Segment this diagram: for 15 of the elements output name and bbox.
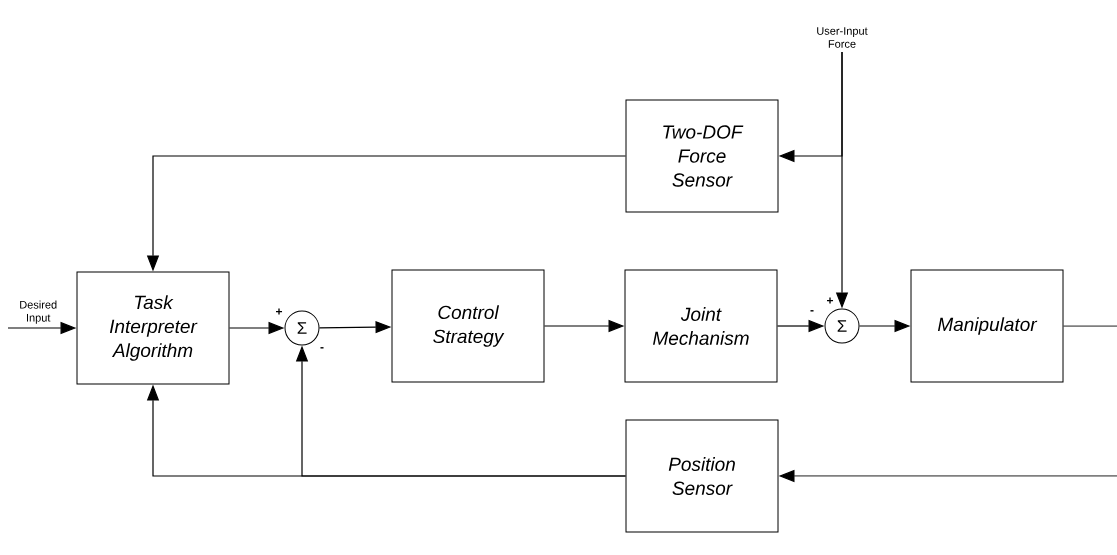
summing-junction: Σ bbox=[824, 308, 860, 344]
block-box: Task Interpreter Algorithm bbox=[76, 271, 230, 385]
block-box: Control Strategy bbox=[391, 269, 545, 383]
block-box: Two-DOF Force Sensor bbox=[625, 99, 779, 213]
sign-label: + bbox=[827, 297, 834, 304]
block-box: Position Sensor bbox=[625, 419, 779, 533]
sign-label: - bbox=[320, 347, 324, 349]
input-label: User-Input Force bbox=[817, 27, 868, 48]
summing-junction: Σ bbox=[284, 310, 320, 346]
input-label: Desired Input bbox=[20, 300, 57, 324]
block-box: Joint Mechanism bbox=[624, 269, 778, 383]
sign-label: - bbox=[810, 310, 814, 312]
signal-line bbox=[1062, 325, 1117, 327]
block-box: Manipulator bbox=[910, 269, 1064, 383]
sign-label: + bbox=[276, 308, 282, 315]
